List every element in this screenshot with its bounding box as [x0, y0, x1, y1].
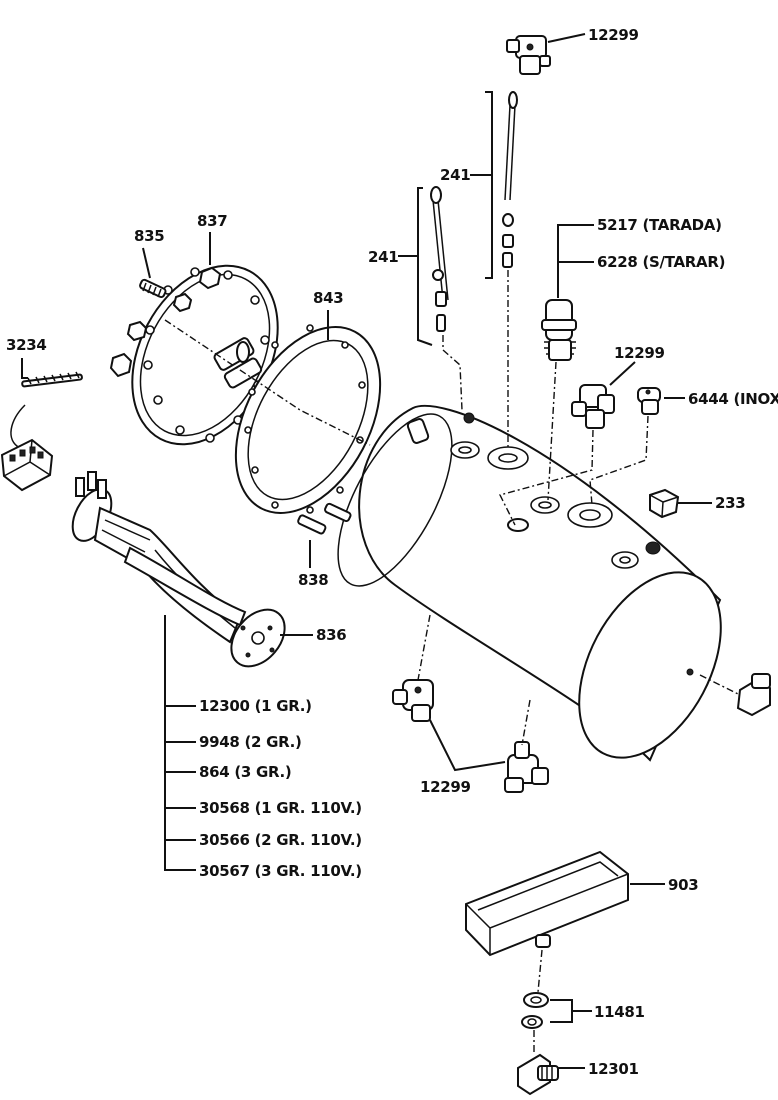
label-30568: 30568 (1 GR. 110V.) [199, 799, 362, 817]
label-835: 835 [134, 227, 164, 245]
label-12300: 12300 (1 GR.) [199, 697, 312, 715]
assembly-lines [164, 270, 741, 1055]
boiler-tank [337, 404, 722, 762]
valve-12299-top [506, 35, 551, 75]
thermostat-3234 [0, 371, 83, 492]
label-12299-bottom: 12299 [420, 778, 471, 796]
label-3234: 3234 [6, 336, 47, 354]
label-864: 864 (3 GR.) [199, 763, 291, 781]
label-5217: 5217 (TARADA) [597, 216, 722, 234]
label-6444: 6444 (INOX) [688, 390, 778, 408]
valve-5217 [541, 299, 577, 361]
label-838: 838 [298, 571, 328, 589]
valve-12299-left [392, 679, 434, 722]
label-241-upper: 241 [440, 166, 470, 184]
label-903: 903 [668, 876, 698, 894]
label-12301: 12301 [588, 1060, 639, 1078]
flange-836 [230, 608, 286, 668]
stud-838 [297, 502, 352, 535]
label-30567: 30567 (3 GR. 110V.) [199, 862, 362, 880]
probe-241-b [502, 91, 518, 268]
label-12299-mid: 12299 [614, 344, 665, 362]
label-11481: 11481 [594, 1003, 645, 1021]
fitting-12301 [517, 1053, 559, 1096]
probe-241-a [430, 186, 449, 332]
label-836: 836 [316, 626, 346, 644]
label-233: 233 [715, 494, 745, 512]
label-30566: 30566 (2 GR. 110V.) [199, 831, 362, 849]
stud-835 [139, 278, 167, 299]
drip-tray-903 [465, 850, 629, 957]
label-843: 843 [313, 289, 343, 307]
label-6228: 6228 (S/TARAR) [597, 253, 725, 271]
washers-11481 [521, 992, 549, 1029]
label-241-lower: 241 [368, 248, 398, 266]
cap-233 [649, 488, 680, 519]
label-9948: 9948 (2 GR.) [199, 733, 302, 751]
valve-12299-mid [571, 384, 615, 429]
heating-element [71, 471, 247, 644]
label-12299-top: 12299 [588, 26, 639, 44]
valve-6444 [637, 387, 661, 415]
part-labels: 12299 241 241 5217 (TARADA) 6228 (S/TARA… [6, 26, 778, 1078]
label-837: 837 [197, 212, 227, 230]
leader-lines [21, 33, 712, 1069]
valve-12299-right [504, 741, 549, 793]
flange-nuts [109, 266, 222, 378]
elbow-fitting [736, 673, 771, 717]
